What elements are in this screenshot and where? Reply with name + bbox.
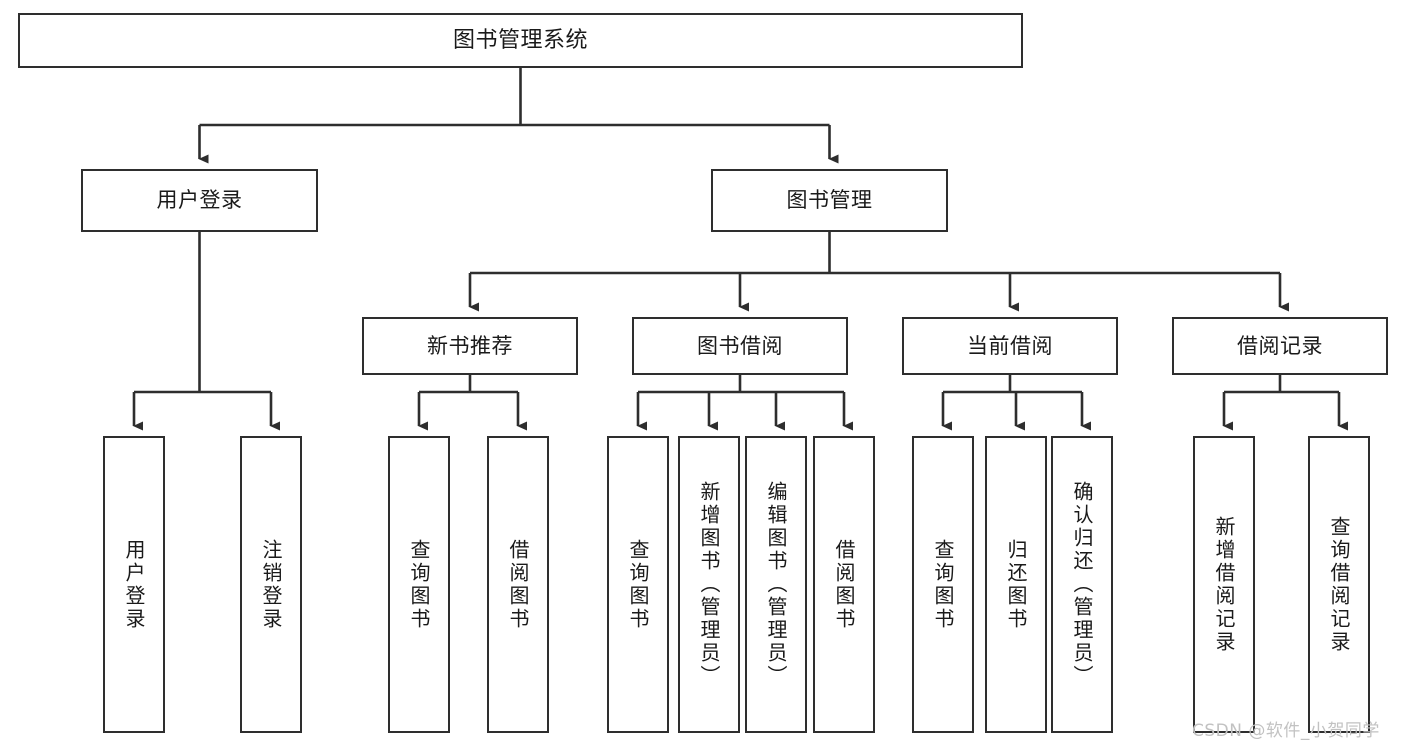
node-label: 借阅图书 — [506, 538, 530, 631]
node-label: 图书管理 — [786, 188, 873, 213]
node-leaf-user-login[interactable]: 用户登录 — [103, 436, 165, 733]
node-leaf-user-logout[interactable]: 注销登录 — [240, 436, 302, 733]
node-book-manage[interactable]: 图书管理 — [711, 169, 948, 232]
node-label: 图书管理系统 — [452, 27, 588, 53]
node-label: 编辑图书（管理员） — [764, 481, 788, 688]
node-root[interactable]: 图书管理系统 — [18, 13, 1023, 68]
node-leaf-borrow-book-1[interactable]: 借阅图书 — [487, 436, 549, 733]
node-label: 用户登录 — [156, 188, 243, 213]
node-label: 注销登录 — [259, 538, 283, 631]
node-label: 借阅图书 — [832, 538, 856, 631]
node-label: 用户登录 — [122, 538, 146, 631]
node-label: 新增借阅记录 — [1212, 515, 1236, 654]
node-label: 图书借阅 — [697, 333, 783, 358]
node-leaf-query-record[interactable]: 查询借阅记录 — [1308, 436, 1370, 733]
csdn-watermark: CSDN @软件_小贺同学 — [1192, 721, 1380, 741]
node-label: 当前借阅 — [967, 333, 1053, 358]
node-label: 查询借阅记录 — [1327, 515, 1351, 654]
node-label: 查询图书 — [407, 538, 431, 631]
node-leaf-edit-book[interactable]: 编辑图书（管理员） — [745, 436, 807, 733]
node-leaf-confirm-return[interactable]: 确认归还（管理员） — [1051, 436, 1113, 733]
node-current-borrow[interactable]: 当前借阅 — [902, 317, 1118, 375]
node-leaf-query-book-3[interactable]: 查询图书 — [912, 436, 974, 733]
node-user-login[interactable]: 用户登录 — [81, 169, 318, 232]
node-label: 新增图书（管理员） — [697, 481, 721, 688]
node-leaf-query-book-1[interactable]: 查询图书 — [388, 436, 450, 733]
node-leaf-return-book[interactable]: 归还图书 — [985, 436, 1047, 733]
node-label: 查询图书 — [931, 538, 955, 631]
node-leaf-add-book[interactable]: 新增图书（管理员） — [678, 436, 740, 733]
node-label: 新书推荐 — [427, 333, 513, 358]
node-leaf-borrow-book-2[interactable]: 借阅图书 — [813, 436, 875, 733]
node-leaf-add-record[interactable]: 新增借阅记录 — [1193, 436, 1255, 733]
node-label: 归还图书 — [1004, 538, 1028, 631]
node-book-borrow[interactable]: 图书借阅 — [632, 317, 848, 375]
node-new-book-rec[interactable]: 新书推荐 — [362, 317, 578, 375]
node-leaf-query-book-2[interactable]: 查询图书 — [607, 436, 669, 733]
node-label: 查询图书 — [626, 538, 650, 631]
node-label: 借阅记录 — [1237, 333, 1323, 358]
node-label: 确认归还（管理员） — [1070, 481, 1094, 688]
node-borrow-record[interactable]: 借阅记录 — [1172, 317, 1388, 375]
